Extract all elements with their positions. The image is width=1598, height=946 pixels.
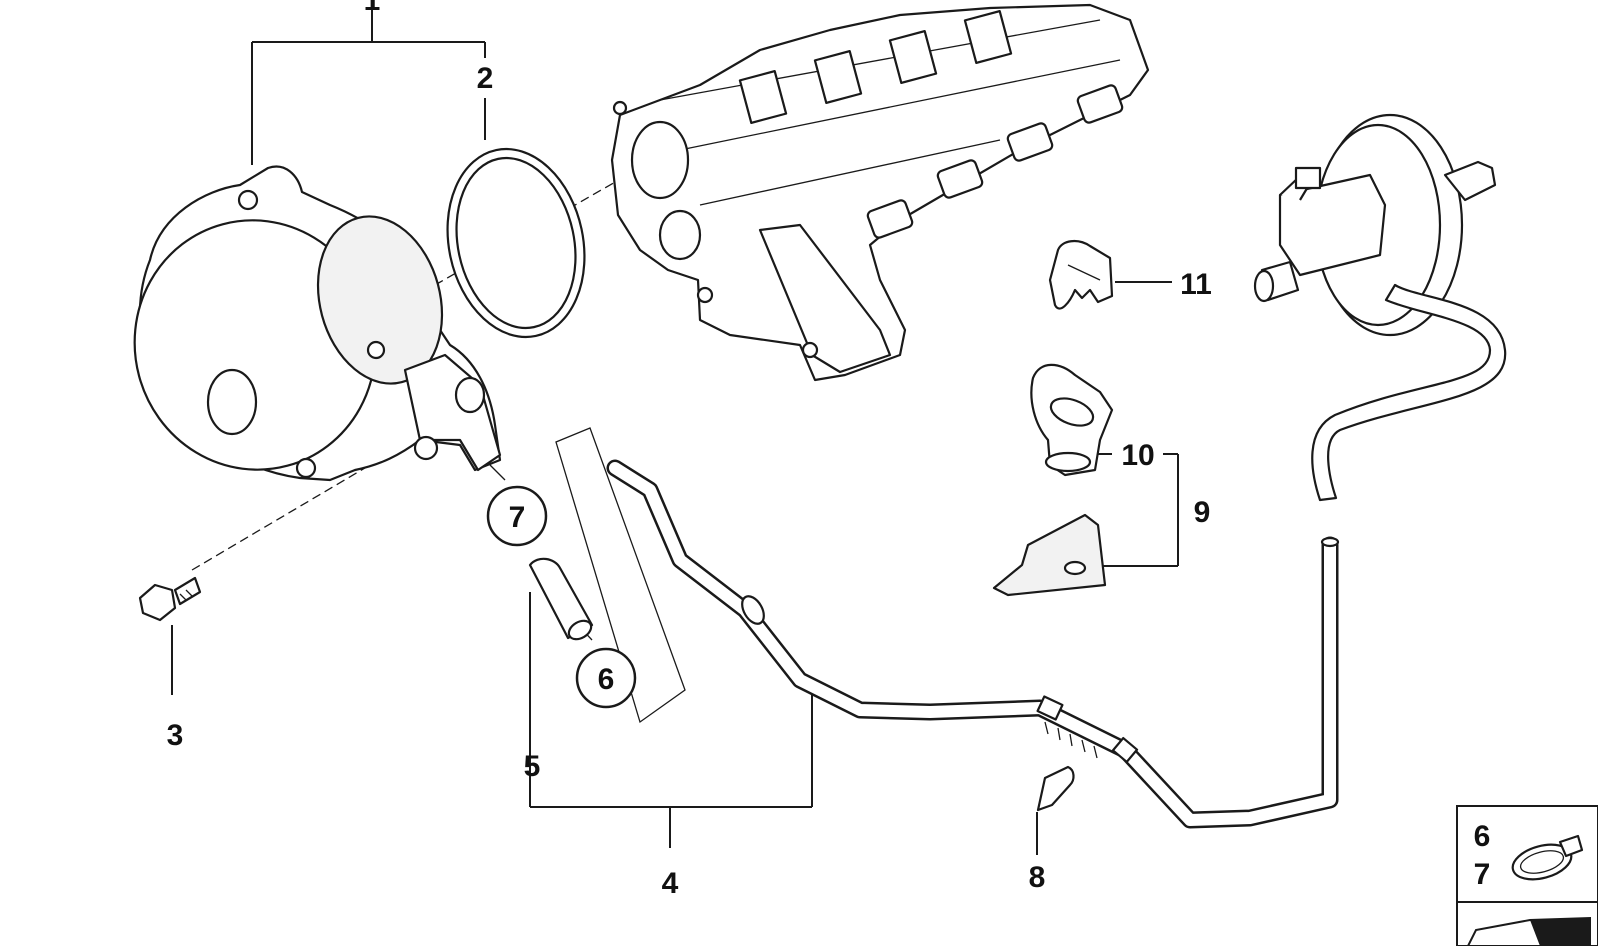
brake-booster: [1253, 113, 1507, 502]
o-ring: [446, 147, 586, 339]
callout-circles: [486, 485, 637, 709]
callout-10: 10: [1121, 439, 1154, 472]
legend-number-bottom: 7: [1474, 858, 1491, 891]
callout-7: 7: [509, 501, 526, 534]
hose-piece: [528, 557, 594, 641]
callout-labels: 1 2 3 4 5 6 7 8 9 10 11: [167, 0, 1212, 900]
callout-11: 11: [1180, 268, 1212, 301]
legend-box: 6 7: [1456, 805, 1598, 946]
callout-2: 2: [477, 62, 494, 95]
circle-callout-7: [486, 485, 548, 547]
hose-clip: [1048, 240, 1114, 310]
vacuum-pump: [133, 165, 502, 482]
callout-1: 1: [364, 0, 381, 17]
cylinder-head: [610, 3, 1150, 382]
bracket: [992, 513, 1107, 597]
callout-3: 3: [167, 719, 184, 752]
bolt: [138, 576, 202, 622]
callout-4: 4: [662, 867, 679, 900]
plug: [1036, 765, 1075, 812]
vacuum-hose: [606, 459, 1340, 829]
holder: [1030, 363, 1114, 477]
legend-number-top: 6: [1474, 820, 1491, 853]
callout-5: 5: [524, 750, 541, 783]
callout-8: 8: [1029, 861, 1046, 894]
callout-6: 6: [598, 663, 615, 696]
circle-callout-6: [575, 647, 637, 709]
fabric-sleeve-icon: [1466, 916, 1591, 946]
hose-clamp-icon: [1511, 834, 1584, 881]
callout-9: 9: [1194, 496, 1211, 529]
